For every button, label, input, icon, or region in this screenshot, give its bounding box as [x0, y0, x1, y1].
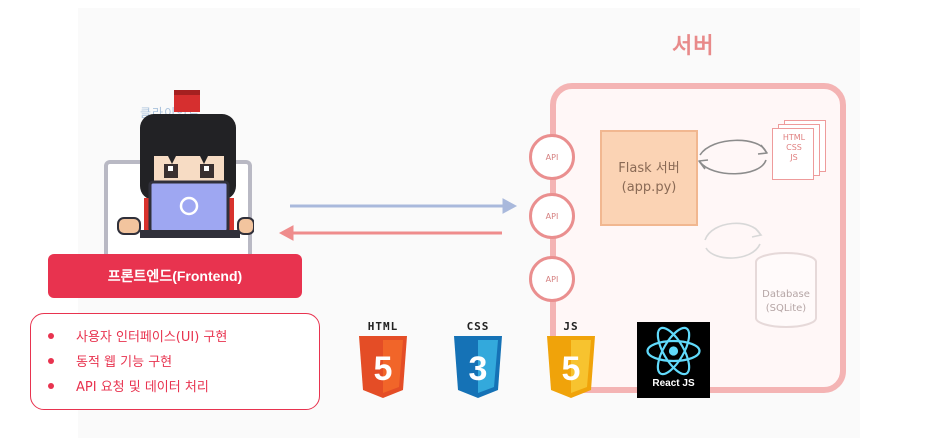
feature-text: 사용자 인터페이스(UI) 구현 [76, 330, 228, 345]
bullet-icon [48, 357, 54, 364]
cycle-arrow-db-icon [704, 222, 763, 259]
frontend-label: 프론트엔드(Frontend) [48, 254, 302, 298]
api-node: API [529, 193, 575, 239]
api-node: API [529, 256, 575, 302]
flask-server-file: (app.py) [621, 180, 677, 195]
feature-text: API 요청 및 데이터 처리 [76, 380, 209, 395]
flask-server-box: Flask 서버 (app.py) [600, 130, 698, 226]
flask-server-name: Flask 서버 [618, 161, 680, 176]
server-title: 서버 [672, 34, 715, 59]
api-node-label: API [545, 211, 559, 221]
html-logo-caption: HTML [367, 320, 399, 333]
feature-item: 사용자 인터페이스(UI) 구현 [48, 326, 227, 345]
response-arrow [278, 225, 502, 241]
bullet-icon [48, 382, 54, 389]
js-logo-icon: 5 [547, 336, 595, 398]
file-page-front: HTML CSS JS [772, 128, 814, 180]
database-label: Database (SQLite) [752, 288, 820, 316]
static-file-html: HTML [782, 133, 806, 142]
database-engine: (SQLite) [765, 303, 807, 314]
api-node-label: API [545, 152, 559, 162]
static-file-js: JS [790, 153, 798, 162]
html5-numeral: 5 [374, 350, 393, 388]
feature-text: 동적 웹 기능 구현 [76, 355, 173, 370]
feature-item: API 요청 및 데이터 처리 [48, 376, 209, 395]
css3-numeral: 3 [469, 350, 488, 388]
bullet-icon [48, 332, 54, 339]
request-arrow [290, 198, 518, 214]
css-logo-caption: CSS [466, 320, 490, 333]
database-icon [755, 252, 817, 328]
developer-character-icon [117, 90, 254, 238]
feature-item: 동적 웹 기능 구현 [48, 351, 172, 370]
js-numeral: 5 [562, 350, 581, 388]
static-file-css: CSS [786, 143, 802, 152]
js-logo-caption: JS [563, 320, 579, 333]
react-logo-caption: React JS [652, 378, 695, 389]
api-node: API [529, 134, 575, 180]
frontend-features-box [30, 313, 320, 410]
html5-logo-icon: 5 [359, 336, 407, 398]
css3-logo-icon: 3 [454, 336, 502, 398]
database-name: Database [762, 289, 810, 300]
react-logo-icon [646, 326, 701, 376]
cycle-arrow-static-icon [698, 139, 768, 175]
api-node-label: API [545, 274, 559, 284]
